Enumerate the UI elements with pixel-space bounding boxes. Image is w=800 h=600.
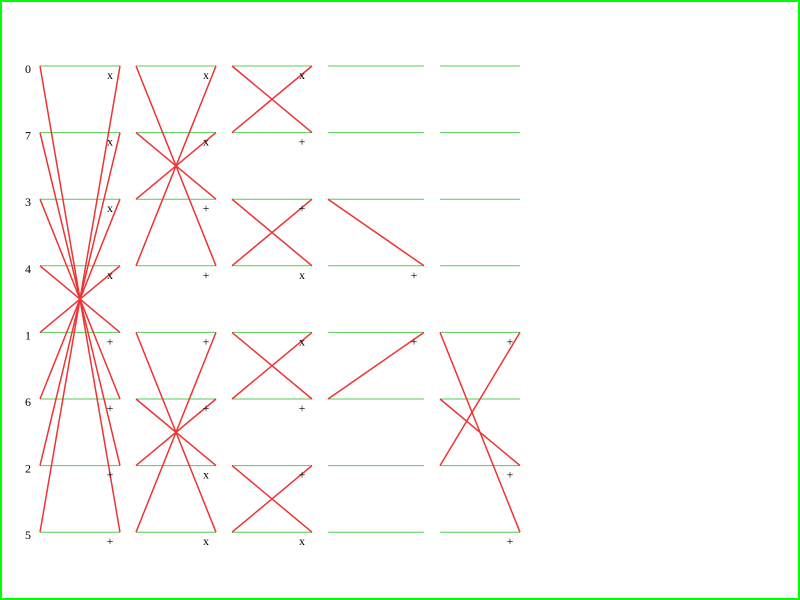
plus-mark: + xyxy=(203,268,210,282)
row-label: 2 xyxy=(25,462,31,476)
plus-mark: + xyxy=(203,401,210,415)
wires-layer xyxy=(39,65,521,533)
plus-mark: + xyxy=(107,334,114,348)
exchange-mark: x xyxy=(107,201,113,215)
exchange-mark: x xyxy=(203,68,209,82)
plus-mark: + xyxy=(203,334,210,348)
exchange-mark: x xyxy=(107,268,113,282)
exchange-mark: x xyxy=(299,68,305,82)
rails-layer xyxy=(40,65,520,533)
labels-layer: 0 7 3 4 1 6 2 5 x x x x + + + + x x + + + + x x x + + x x + + x + + + + + xyxy=(25,62,514,548)
plus-mark: + xyxy=(411,268,418,282)
exchange-mark: x xyxy=(107,135,113,149)
plus-mark: + xyxy=(203,201,210,215)
crossing-wire xyxy=(135,65,217,267)
crossing-wire xyxy=(39,65,121,533)
crossing-wire xyxy=(439,332,521,466)
row-label: 7 xyxy=(25,129,31,143)
crossing-wire xyxy=(327,331,425,400)
plus-mark: + xyxy=(411,334,418,348)
row-label: 3 xyxy=(25,195,31,209)
plus-mark: + xyxy=(507,534,514,548)
plus-mark: + xyxy=(299,201,306,215)
crossing-wire xyxy=(439,398,521,467)
exchange-mark: x xyxy=(299,268,305,282)
plus-mark: + xyxy=(507,468,514,482)
crossing-wire xyxy=(135,332,217,533)
crossing-wire xyxy=(327,198,425,267)
exchange-mark: x xyxy=(299,334,305,348)
row-label: 4 xyxy=(25,262,31,276)
row-label: 6 xyxy=(25,395,31,409)
crossing-wire xyxy=(231,198,313,267)
exchange-mark: x xyxy=(203,534,209,548)
plus-mark: + xyxy=(507,334,514,348)
plus-mark: + xyxy=(107,534,114,548)
exchange-mark: x xyxy=(299,534,305,548)
crossing-wire xyxy=(231,65,313,134)
row-label: 5 xyxy=(25,528,31,542)
exchange-mark: x xyxy=(203,135,209,149)
row-label: 1 xyxy=(25,328,31,342)
plus-mark: + xyxy=(299,135,306,149)
exchange-mark: x xyxy=(107,68,113,82)
row-label: 0 xyxy=(25,62,31,76)
plus-mark: + xyxy=(299,468,306,482)
plus-mark: + xyxy=(299,401,306,415)
plus-mark: + xyxy=(107,468,114,482)
plus-mark: + xyxy=(107,401,114,415)
exchange-mark: x xyxy=(203,468,209,482)
crossing-wire xyxy=(231,331,313,400)
crossing-wire xyxy=(231,465,313,533)
